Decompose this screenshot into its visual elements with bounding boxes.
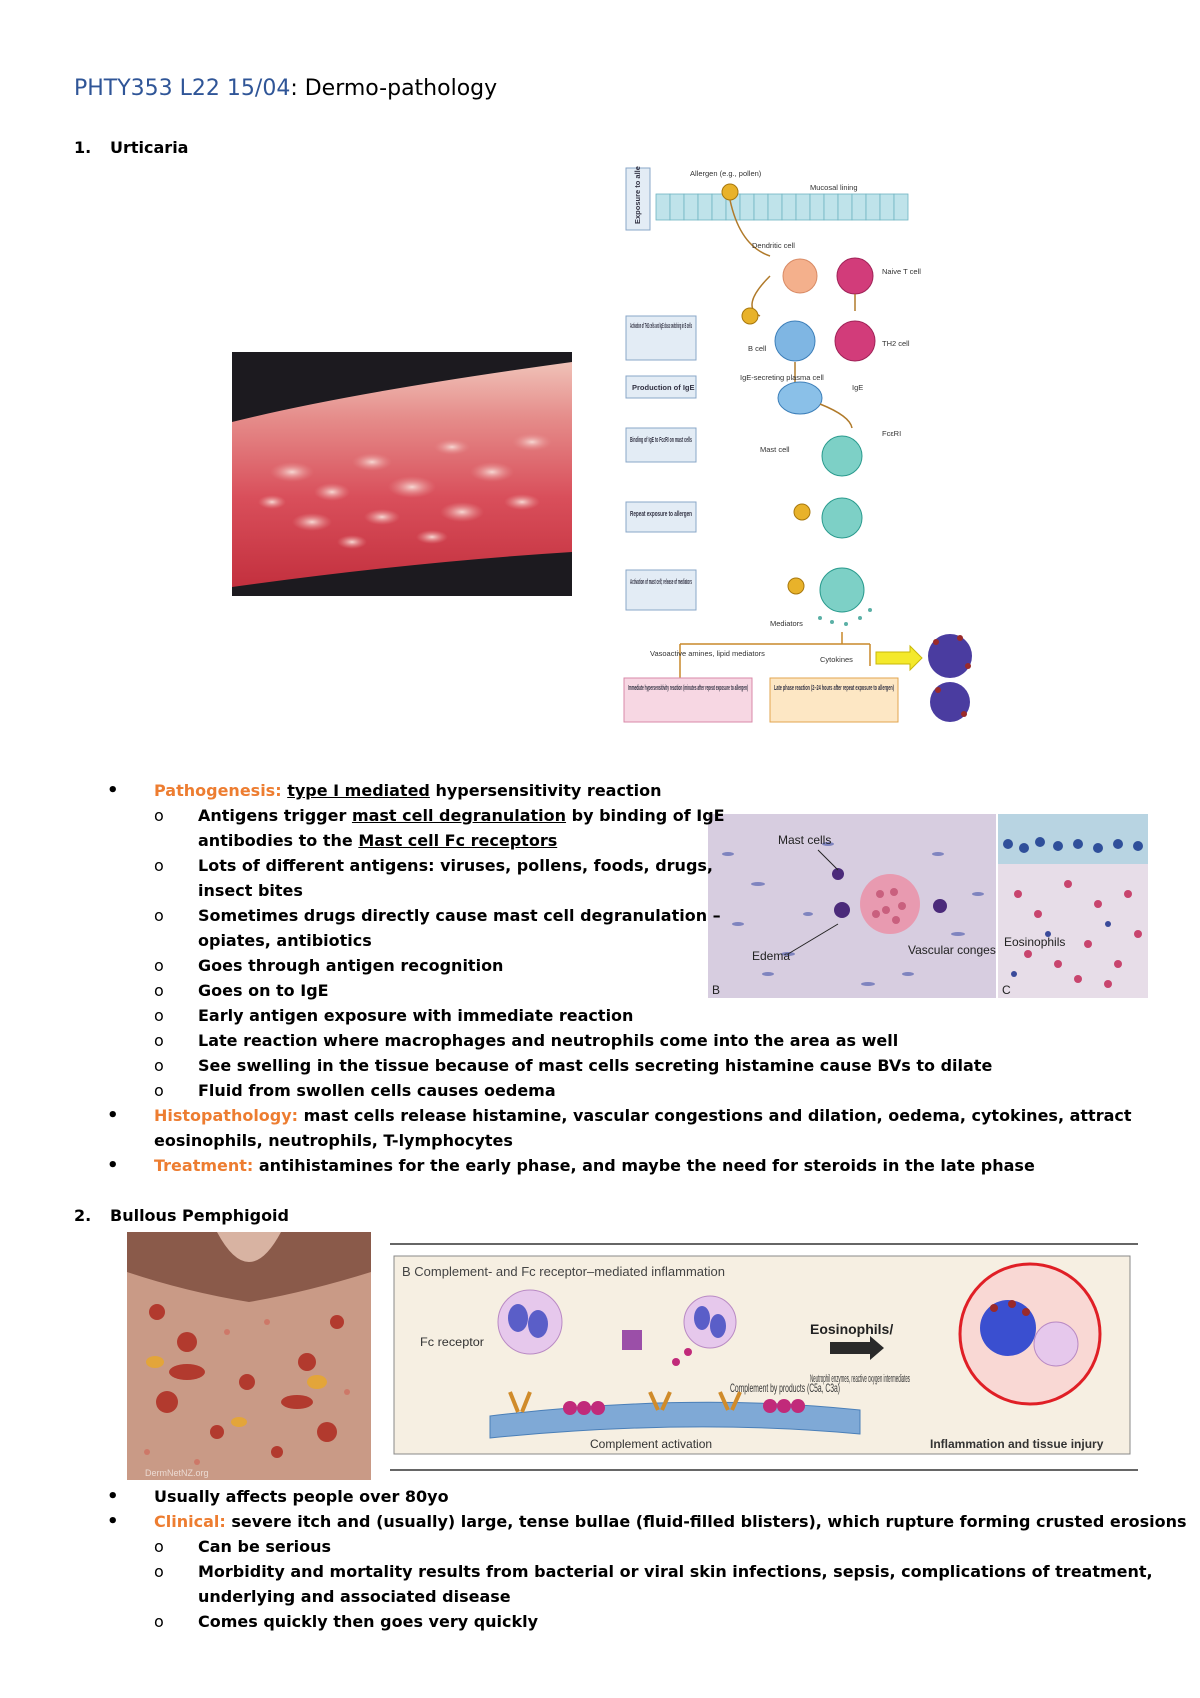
topic-title: Dermo-pathology <box>304 76 498 101</box>
section-heading-urticaria: 1. Urticaria <box>74 138 188 157</box>
bullous-pemphigoid-photo: DermNetNZ.org <box>127 1232 371 1480</box>
step-4-label: Repeat exposure to allergen <box>630 509 692 518</box>
list-item: Antigens trigger mast cell degranulation… <box>154 803 1150 828</box>
list-item: Clinical: severe itch and (usually) larg… <box>107 1509 1187 1534</box>
complement-byproducts-label: Complement by products (C5a, C3a) <box>730 1381 840 1395</box>
list-item-continuation: underlying and associated disease <box>198 1587 511 1606</box>
list-item: Pathogenesis: type I mediated hypersensi… <box>107 778 1150 803</box>
list-item: Early antigen exposure with immediate re… <box>154 1003 1150 1028</box>
urticaria-arm-photo <box>232 352 572 596</box>
list-item-continuation: eosinophils, neutrophils, T-lymphocytes <box>154 1131 513 1150</box>
cytokines-label: Cytokines <box>820 655 853 664</box>
list-item: Lots of different antigens: viruses, pol… <box>154 853 1150 878</box>
list-item: Can be serious <box>154 1534 1150 1559</box>
section-number: 1. <box>74 138 92 157</box>
list-item: See swelling in the tissue because of ma… <box>154 1053 1150 1078</box>
course-code: PHTY353 L22 15/04 <box>74 76 291 101</box>
step-3-label: Binding of IgE to FcεRI on mast cells <box>630 435 692 444</box>
naive-t-label: Naive T cell <box>882 267 921 276</box>
list-item: Histopathology: mast cells release hista… <box>107 1103 1150 1128</box>
step-5-label: Activation of mast cell; release of medi… <box>630 577 692 586</box>
bullet-label-pathogenesis: Pathogenesis: <box>154 781 282 800</box>
underlined-term: Mast cell Fc receptors <box>358 831 558 850</box>
step-2-label: Production of IgE <box>632 383 695 392</box>
text-span: severe itch and (usually) large, tense b… <box>225 1512 1187 1531</box>
list-item-continuation: insect bites <box>198 881 303 900</box>
step-1-label: Activation of TH2 cells and IgE class sw… <box>630 321 692 330</box>
fc-receptor-label: Fc receptor <box>420 1335 484 1349</box>
list-item: Fluid from swollen cells causes oedema <box>154 1078 1150 1103</box>
bullet-label-histopathology: Histopathology: <box>154 1106 299 1125</box>
plasma-cell-label: IgE-secreting plasma cell <box>740 373 824 382</box>
mediators-label: Mediators <box>770 619 803 628</box>
list-item: Sometimes drugs directly cause mast cell… <box>154 903 1150 928</box>
list-item: Late reaction where macrophages and neut… <box>154 1028 1150 1053</box>
section-title: Bullous Pemphigoid <box>110 1206 289 1225</box>
list-item: Treatment: antihistamines for the early … <box>107 1153 1150 1178</box>
late-phase-outcome: Late phase reaction (2–24 hours after re… <box>774 683 894 692</box>
type-i-hypersensitivity-diagram: .t{font-family:"Liberation Sans",sans-se… <box>620 166 980 778</box>
text-span: mast cells release histamine, vascular c… <box>298 1106 1132 1125</box>
list-item: Comes quickly then goes very quickly <box>154 1609 1150 1634</box>
page-title: PHTY353 L22 15/04: Dermo-pathology <box>74 76 497 101</box>
text-span: antibodies to the <box>198 831 359 850</box>
complement-activation-label: Complement activation <box>590 1437 712 1451</box>
bullous-pemphigoid-notes: Usually affects people over 80yo Clinica… <box>107 1484 1187 1634</box>
watermark-text: DermNetNZ.org <box>145 1468 209 1478</box>
underlined-term: type I mediated <box>287 781 430 800</box>
mast-cells-label: Mast cells <box>778 833 831 847</box>
ige-label: IgE <box>852 383 863 392</box>
section-title: Urticaria <box>110 138 189 157</box>
text-span: hypersensitivity reaction <box>429 781 662 800</box>
exposure-label: Exposure to allergen <box>633 166 642 224</box>
underlined-term: mast cell degranulation <box>351 806 567 825</box>
list-item: Goes through antigen recognition <box>154 953 1150 978</box>
list-item: Usually affects people over 80yo <box>107 1484 1150 1509</box>
section-heading-bullous-pemphigoid: 2. Bullous Pemphigoid <box>74 1206 289 1225</box>
b-cell-label: B cell <box>748 344 767 353</box>
allergen-label: Allergen (e.g., pollen) <box>690 169 762 178</box>
eosinophils-label: Eosinophils/ <box>810 1321 893 1337</box>
section-number: 2. <box>74 1206 92 1225</box>
list-item-continuation: opiates, antibiotics <box>198 931 372 950</box>
neutrophil-enzymes-label: Neutrophil enzymes, reactive oxygen inte… <box>810 1373 910 1385</box>
th2-label: TH2 cell <box>882 339 910 348</box>
list-item: Goes on to IgE <box>154 978 1150 1003</box>
mucosal-label: Mucosal lining <box>810 183 858 192</box>
text-span: antihistamines for the early phase, and … <box>253 1156 1035 1175</box>
eosinophils-label: Eosinophils <box>1004 935 1065 949</box>
bullet-label-clinical: Clinical: <box>154 1512 226 1531</box>
complement-mediated-inflammation-diagram: B Complement- and Fc receptor–mediated i… <box>390 1242 1138 1474</box>
vasoactive-label: Vasoactive amines, lipid mediators <box>650 649 765 658</box>
text-span: by binding of IgE <box>566 806 725 825</box>
fceri-label: FcεRI <box>882 429 901 438</box>
text-span: Antigens trigger <box>198 806 352 825</box>
immediate-outcome: Immediate hypersensitivity reaction (min… <box>628 683 748 692</box>
list-item-continuation: antibodies to the Mast cell Fc receptors <box>154 828 1150 853</box>
diagram-footer: Inflammation and tissue injury <box>930 1437 1104 1451</box>
diagram-title: B Complement- and Fc receptor–mediated i… <box>402 1264 725 1279</box>
mast-cell-label: Mast cell <box>760 445 790 454</box>
dendritic-label: Dendritic cell <box>752 241 795 250</box>
urticaria-notes: Pathogenesis: type I mediated hypersensi… <box>107 778 1150 1178</box>
bullet-label-treatment: Treatment: <box>154 1156 254 1175</box>
title-separator: : <box>290 76 305 101</box>
list-item: Morbidity and mortality results from bac… <box>154 1559 1153 1584</box>
